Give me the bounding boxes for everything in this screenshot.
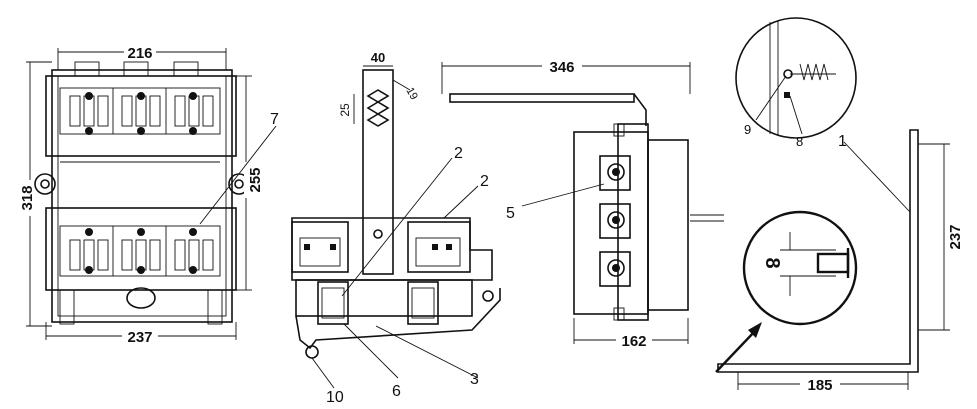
dim-162: 162: [621, 333, 646, 350]
callout-2b: 2: [480, 173, 489, 190]
magnifier-circle: [742, 210, 858, 326]
dim-19: 19: [403, 86, 420, 103]
front-housing: [51, 69, 233, 323]
middle-view: 40 25 19 2 2 3 6 10: [291, 50, 501, 406]
callout-5: 5: [506, 205, 515, 222]
detail-gap-8: 8: [761, 257, 783, 268]
side-terminals: [599, 155, 631, 287]
dim-40: 40: [371, 50, 385, 65]
front-bottom-module: [45, 207, 237, 291]
left-mounting-ear: [34, 173, 56, 195]
right-clip: [407, 221, 471, 273]
side-view: 346 162 5: [441, 58, 724, 350]
base-body: [291, 217, 493, 281]
callout-1: 1: [838, 133, 847, 150]
callout-10: 10: [326, 389, 344, 406]
detail-circle: [735, 17, 857, 139]
detail-view: 9 8: [735, 17, 857, 149]
left-clip: [291, 221, 349, 273]
bracket-view: 237 185 1 8: [715, 129, 964, 394]
dim-255: 255: [247, 167, 264, 192]
callout-2a: 2: [454, 145, 463, 162]
side-top-bar: [449, 93, 635, 103]
dim-346: 346: [549, 59, 574, 76]
dim-318: 318: [19, 185, 36, 210]
bracket: [717, 129, 919, 373]
dim-185: 185: [807, 377, 832, 394]
blade: [362, 69, 394, 275]
front-view: 216 237 318 255 7: [18, 44, 279, 346]
dim-237-front: 237: [127, 329, 152, 346]
callout-6: 6: [392, 383, 401, 400]
dim-237-bracket: 237: [947, 224, 964, 249]
callout-8: 8: [796, 134, 803, 149]
dim-216: 216: [127, 45, 152, 62]
callout-9: 9: [744, 122, 751, 137]
callout-3: 3: [470, 371, 479, 388]
callout-7: 7: [270, 111, 279, 128]
dim-25: 25: [338, 103, 352, 117]
